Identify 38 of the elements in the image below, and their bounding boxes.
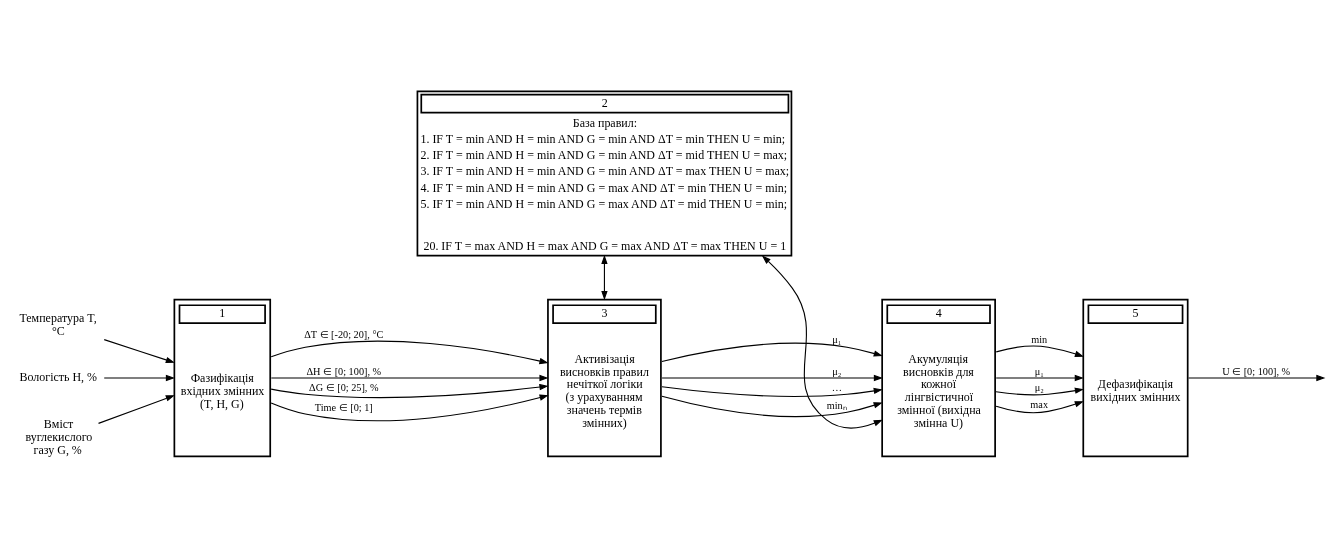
node-text: Температура T, °C — [19, 310, 97, 338]
arrow — [661, 374, 883, 382]
arrow — [995, 401, 1084, 414]
edge-label: … — [831, 382, 842, 394]
arrow — [661, 395, 883, 418]
edge-label: μ₂ — [832, 366, 842, 378]
arrow — [995, 345, 1084, 357]
node-text: Вміст вуглекислого газу G, % — [25, 417, 93, 457]
edge-label: min — [1031, 334, 1048, 346]
arrow — [103, 374, 175, 382]
arrow — [103, 339, 175, 363]
edge-label: μ₂ — [1034, 382, 1044, 394]
edge-label: Time ∈ [0; 1] — [314, 402, 373, 414]
arrow — [995, 374, 1084, 382]
arrow — [661, 386, 883, 397]
node-text: Вологість H, % — [19, 370, 98, 385]
node-box: 4 Акумуляція висновків для кожної лінгвістичної змінної (вихідна змінна U) — [881, 298, 996, 458]
arrow — [661, 342, 883, 363]
arrow — [1188, 374, 1326, 382]
node-box: 1 Фазифікація вхідних змінних (T, H, G) — [173, 298, 272, 458]
node-box: 5 Дефазифікація вихідних змінних — [1082, 298, 1189, 458]
edge-label: minₙ — [826, 400, 847, 412]
edge-label: μ₁ — [832, 333, 842, 345]
arrow — [761, 255, 883, 429]
edge-label: max — [1030, 399, 1049, 411]
arrow — [97, 395, 175, 424]
edge-label: ΔT ∈ [-20; 20], °C — [304, 329, 384, 341]
edge-label: ΔH ∈ [0; 100], % — [306, 366, 382, 378]
arrow — [270, 394, 549, 422]
arrow — [270, 383, 549, 399]
arrow — [270, 374, 549, 382]
edge-label: U ∈ [0; 100], % — [1222, 366, 1291, 378]
edge-label: ΔG ∈ [0; 25], % — [309, 382, 379, 394]
node-box: 3 Активізація висновків правил нечіткої логіки (з урахуванням значень термів змінних) — [547, 298, 662, 458]
edge-label: μ₁ — [1034, 366, 1044, 378]
arrow — [270, 340, 549, 365]
arrow — [995, 387, 1084, 396]
arrow — [601, 254, 608, 301]
